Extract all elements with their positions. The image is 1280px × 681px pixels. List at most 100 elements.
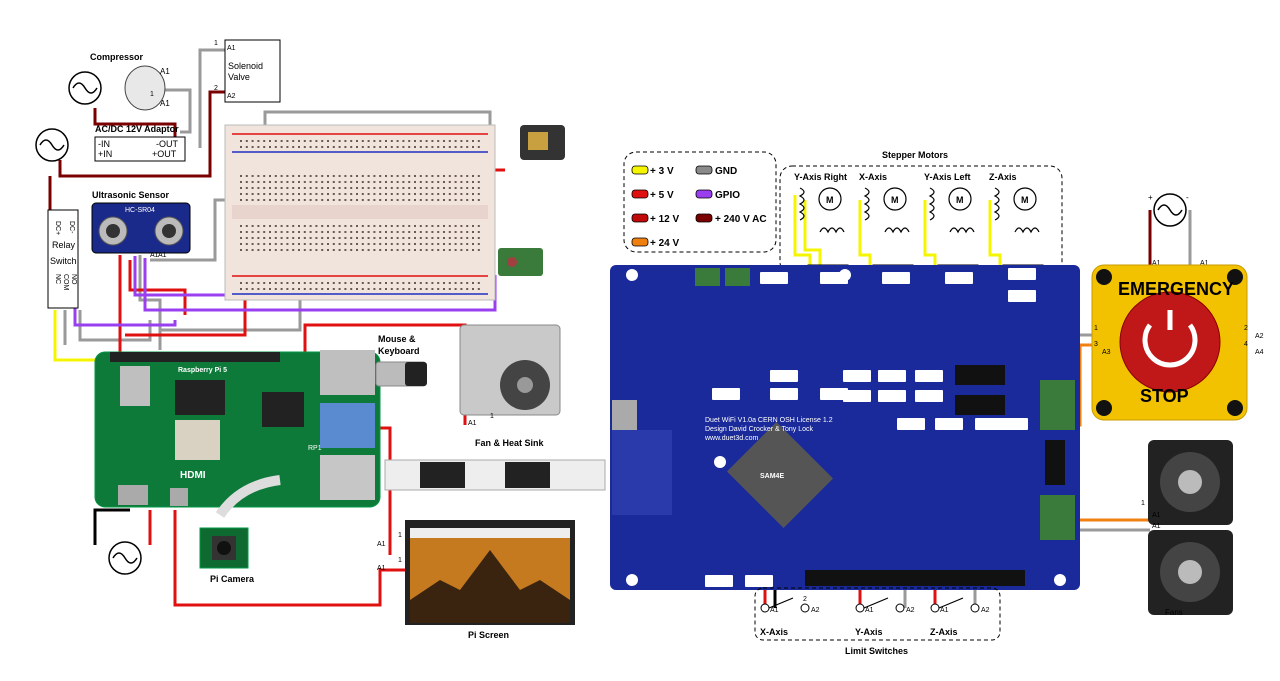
- breadboard-hole: [257, 243, 260, 245]
- breadboard-hole: [448, 181, 451, 183]
- breadboard-hole: [425, 237, 428, 239]
- board-text-1: Duet WiFi V1.0a CERN OSH License 1.2: [705, 417, 833, 424]
- breadboard-hole: [321, 193, 324, 195]
- estop-source-pos: +: [1148, 193, 1153, 202]
- limit-switch-label: X-Axis: [760, 627, 788, 637]
- breadboard-hole: [280, 140, 283, 142]
- breadboard-hole: [454, 140, 457, 142]
- breadboard-hole: [402, 146, 405, 148]
- breadboard-hole: [251, 282, 254, 284]
- breadboard-hole: [390, 288, 393, 290]
- estop-pin3: 3: [1094, 341, 1098, 348]
- limit-a2: A2: [981, 607, 990, 614]
- breadboard-hole: [245, 193, 248, 195]
- breadboard-hole: [396, 288, 399, 290]
- board-chip-label: SAM4E: [760, 473, 784, 480]
- board-connector: [843, 390, 871, 402]
- breadboard-hole: [309, 288, 312, 290]
- breadboard-hole: [240, 146, 242, 148]
- breadboard-hole: [338, 288, 341, 290]
- breadboard-hole: [425, 231, 428, 233]
- breadboard-hole: [408, 193, 411, 195]
- adaptor-out-neg: -OUT: [156, 139, 178, 149]
- raspberry-pi: Raspberry Pi 5 HDMI RP1: [94, 350, 381, 508]
- breadboard-hole: [408, 288, 411, 290]
- breadboard-hole: [425, 187, 428, 189]
- breadboard-hole: [269, 288, 271, 290]
- breadboard-hole: [332, 249, 335, 251]
- board-connector: [878, 370, 906, 382]
- breadboard-hole: [338, 187, 341, 189]
- breadboard-hole: [327, 288, 329, 290]
- breadboard-hole: [245, 181, 248, 183]
- breadboard-hole: [402, 225, 405, 227]
- breadboard-hole: [419, 249, 422, 251]
- breadboard-hole: [477, 243, 480, 245]
- board-connector: [705, 575, 733, 587]
- breadboard-hole: [396, 181, 399, 183]
- legend-swatch-24v: [631, 237, 649, 247]
- breadboard-hole: [321, 140, 324, 142]
- breadboard-hole: [454, 193, 457, 195]
- switch-contact-icon: [970, 603, 980, 613]
- breadboard-hole: [274, 199, 277, 201]
- breadboard-hole: [274, 249, 277, 251]
- breadboard-hole: [414, 249, 416, 251]
- pi-screen-a1b: A1: [377, 565, 386, 572]
- breadboard-hole: [408, 282, 411, 284]
- motor-symbol: M: [1021, 195, 1029, 205]
- soc-chip: [175, 380, 225, 415]
- breadboard-hole: [263, 231, 266, 233]
- stepper-motor-label: Z-Axis: [989, 172, 1017, 182]
- breadboard-hole: [419, 282, 422, 284]
- stepper-motor-label: Y-Axis Left: [924, 172, 971, 182]
- breadboard-hole: [257, 282, 260, 284]
- breadboard-hole: [454, 231, 457, 233]
- breadboard-hole: [257, 187, 260, 189]
- legend-label-5v: + 5 V: [650, 190, 674, 201]
- breadboard-hole: [373, 181, 376, 183]
- breadboard-hole: [321, 199, 324, 201]
- legend-swatch-3v: [631, 165, 649, 175]
- breadboard-hole: [350, 181, 353, 183]
- solenoid-title-1: Solenoid: [228, 61, 263, 71]
- legend-label-3v: + 3 V: [650, 166, 674, 177]
- pi-power-source: [108, 541, 142, 575]
- breadboard-hole: [472, 175, 474, 177]
- stop-button-icon[interactable]: [1119, 291, 1221, 393]
- breadboard-hole: [466, 181, 469, 183]
- breadboard-hole: [361, 231, 364, 233]
- breadboard-hole: [460, 237, 463, 239]
- breadboard-hole: [269, 249, 271, 251]
- breadboard-hole: [373, 146, 376, 148]
- compressor: Compressor A1 A1 1: [68, 52, 170, 111]
- breadboard-hole: [350, 199, 353, 201]
- breadboard-hole: [269, 193, 271, 195]
- breadboard-hole: [477, 288, 480, 290]
- breadboard-hole: [257, 181, 260, 183]
- breadboard-hole: [332, 140, 335, 142]
- coil-icon: [928, 187, 935, 221]
- breadboard-hole: [396, 249, 399, 251]
- limit-switch-label: Z-Axis: [930, 627, 958, 637]
- breadboard-hole: [367, 225, 370, 227]
- breadboard-hole: [466, 146, 469, 148]
- fans-pin1: 1: [1141, 500, 1145, 507]
- breadboard-hole: [466, 175, 469, 177]
- relay-nc: NC: [54, 274, 61, 284]
- breadboard-hole: [385, 237, 387, 239]
- breadboard-hole: [303, 140, 306, 142]
- legend-label-gnd: GND: [715, 166, 737, 177]
- breadboard-hole: [448, 288, 451, 290]
- limit-a1: A1: [865, 607, 874, 614]
- breadboard-hole: [385, 282, 387, 284]
- breadboard-hole: [309, 181, 312, 183]
- breadboard-hole: [356, 146, 358, 148]
- breadboard-hole: [292, 181, 295, 183]
- breadboard-hole: [338, 199, 341, 201]
- breadboard-hole: [344, 187, 347, 189]
- breadboard-hole: [431, 175, 434, 177]
- pi-camera: Pi Camera: [199, 475, 281, 584]
- breadboard-hole: [431, 288, 434, 290]
- breadboard-hole: [390, 199, 393, 201]
